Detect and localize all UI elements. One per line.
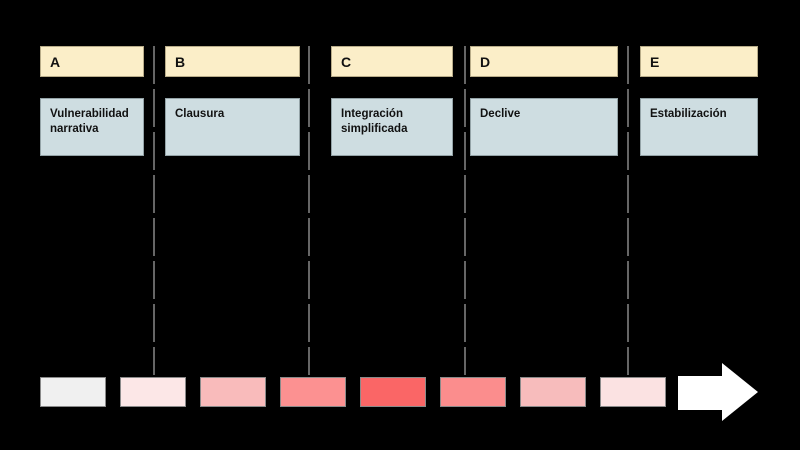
column-label-e: Estabilización (650, 108, 727, 120)
column-header-d: D (470, 46, 618, 77)
column-header-e: E (640, 46, 758, 77)
column-letter-b: B (175, 53, 186, 70)
column-label-box-e: Estabilización (640, 98, 758, 156)
column-header-c: C (331, 46, 453, 77)
column-label-c: Integración simplificada (341, 108, 408, 135)
gradient-strip-step-2 (120, 377, 186, 407)
column-letter-c: C (341, 53, 352, 70)
column-divider-dashed-line-2 (308, 46, 310, 375)
column-label-box-c: Integración simplificada (331, 98, 453, 156)
column-letter-e: E (650, 53, 660, 70)
column-letter-d: D (480, 53, 491, 70)
column-label-box-d: Declive (470, 98, 618, 156)
gradient-strip-step-5 (360, 377, 426, 407)
gradient-strip-step-6 (440, 377, 506, 407)
column-divider-dashed-line-4 (627, 46, 629, 375)
gradient-strip-step-1 (40, 377, 106, 407)
gradient-strip-step-4 (280, 377, 346, 407)
gradient-strip-step-8 (600, 377, 666, 407)
column-label-a: Vulnerabilidad narrativa (50, 108, 129, 135)
column-header-a: A (40, 46, 144, 77)
column-divider-dashed-line-1 (153, 46, 155, 375)
column-letter-a: A (50, 53, 61, 70)
column-header-b: B (165, 46, 300, 77)
column-label-box-b: Clausura (165, 98, 300, 156)
column-label-b: Clausura (175, 108, 225, 120)
gradient-strip-step-7 (520, 377, 586, 407)
column-label-d: Declive (480, 108, 521, 120)
gradient-strip-step-3 (200, 377, 266, 407)
right-arrow-icon (678, 363, 758, 421)
column-label-box-a: Vulnerabilidad narrativa (40, 98, 144, 156)
column-divider-dashed-line-3 (464, 46, 466, 375)
